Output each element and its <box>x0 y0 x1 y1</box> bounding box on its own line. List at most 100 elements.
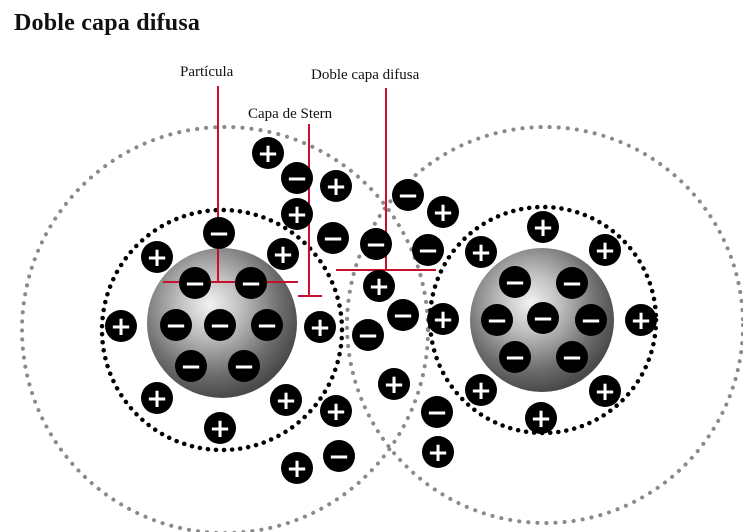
minus-sign-icon: − <box>365 230 387 260</box>
positive-ion-circle <box>141 382 173 414</box>
positive-ion: + <box>525 402 557 434</box>
negative-ion-circle <box>228 350 260 382</box>
minus-sign-icon: − <box>504 268 526 298</box>
ion-group: −−−−−−−−++++++++−++−−+−−+−−++−+−+−−−−−−−… <box>105 137 657 484</box>
negative-ion-circle <box>323 440 355 472</box>
negative-ion: − <box>412 234 444 266</box>
negative-ion: − <box>392 179 424 211</box>
positive-ion-circle <box>281 198 313 230</box>
plus-sign-icon: + <box>427 438 449 468</box>
minus-sign-icon: − <box>184 269 206 299</box>
negative-ion-circle <box>175 350 207 382</box>
negative-ion: − <box>421 396 453 428</box>
positive-ion: + <box>141 382 173 414</box>
positive-ion: + <box>105 310 137 342</box>
plus-sign-icon: + <box>383 370 405 400</box>
negative-ion-circle <box>387 299 419 331</box>
negative-ion: − <box>556 341 588 373</box>
plus-sign-icon: + <box>470 238 492 268</box>
plus-sign-icon: + <box>325 172 347 202</box>
negative-ion: − <box>527 302 559 334</box>
negative-ion: − <box>204 309 236 341</box>
negative-ion-circle <box>575 304 607 336</box>
negative-ion: − <box>203 217 235 249</box>
plus-sign-icon: + <box>630 306 652 336</box>
negative-ion-circle <box>179 267 211 299</box>
negative-ion: − <box>323 440 355 472</box>
plus-sign-icon: + <box>532 213 554 243</box>
positive-ion-circle <box>281 452 313 484</box>
negative-ion-circle <box>556 341 588 373</box>
negative-ion-circle <box>360 228 392 260</box>
positive-ion: + <box>363 270 395 302</box>
minus-sign-icon: − <box>322 224 344 254</box>
plus-sign-icon: + <box>257 139 279 169</box>
plus-sign-icon: + <box>470 376 492 406</box>
plus-sign-icon: + <box>432 198 454 228</box>
positive-ion-circle <box>625 304 657 336</box>
positive-ion-circle <box>363 270 395 302</box>
left-diffuse-cloud-boundary <box>20 125 430 532</box>
positive-ion: + <box>252 137 284 169</box>
positive-ion-circle <box>589 234 621 266</box>
negative-ion: − <box>499 266 531 298</box>
positive-ion-circle <box>141 241 173 273</box>
positive-ion: + <box>304 311 336 343</box>
negative-ion-circle <box>352 319 384 351</box>
negative-ion: − <box>281 162 313 194</box>
positive-ion: + <box>270 384 302 416</box>
positive-ion-circle <box>465 236 497 268</box>
positive-ion-circle <box>378 368 410 400</box>
positive-ion-circle <box>304 311 336 343</box>
positive-ion-circle <box>589 375 621 407</box>
minus-sign-icon: − <box>165 311 187 341</box>
positive-ion-circle <box>105 310 137 342</box>
positive-ion: + <box>527 211 559 243</box>
negative-ion: − <box>175 350 207 382</box>
plus-sign-icon: + <box>309 313 331 343</box>
negative-ion-circle <box>499 266 531 298</box>
positive-ion: + <box>427 196 459 228</box>
positive-ion: + <box>281 198 313 230</box>
plus-sign-icon: + <box>110 312 132 342</box>
minus-sign-icon: − <box>397 181 419 211</box>
negative-ion-circle <box>204 309 236 341</box>
minus-sign-icon: − <box>504 343 526 373</box>
minus-sign-icon: − <box>233 352 255 382</box>
positive-ion-circle <box>320 395 352 427</box>
minus-sign-icon: − <box>286 164 308 194</box>
positive-ion: + <box>427 303 459 335</box>
minus-sign-icon: − <box>208 219 230 249</box>
negative-ion-circle <box>556 267 588 299</box>
plus-sign-icon: + <box>432 305 454 335</box>
right-diffuse-cloud-boundary <box>345 125 743 525</box>
plus-sign-icon: + <box>275 386 297 416</box>
plus-sign-icon: + <box>286 200 308 230</box>
positive-ion: + <box>465 374 497 406</box>
positive-ion: + <box>281 452 313 484</box>
negative-ion: − <box>235 267 267 299</box>
positive-ion: + <box>422 436 454 468</box>
particle-label: Partícula <box>180 64 234 80</box>
positive-ion-circle <box>527 211 559 243</box>
minus-sign-icon: − <box>256 311 278 341</box>
minus-sign-icon: − <box>561 269 583 299</box>
positive-ion: + <box>267 238 299 270</box>
positive-ion: + <box>320 395 352 427</box>
minus-sign-icon: − <box>561 343 583 373</box>
positive-ion: + <box>141 241 173 273</box>
minus-sign-icon: − <box>532 304 554 334</box>
negative-ion-circle <box>499 341 531 373</box>
negative-ion-circle <box>160 309 192 341</box>
negative-ion-circle <box>235 267 267 299</box>
positive-ion: + <box>465 236 497 268</box>
positive-ion: + <box>589 234 621 266</box>
negative-ion-circle <box>317 222 349 254</box>
positive-ion: + <box>625 304 657 336</box>
positive-ion-circle <box>465 374 497 406</box>
positive-ion-circle <box>427 196 459 228</box>
positive-ion-circle <box>204 412 236 444</box>
positive-ion: + <box>204 412 236 444</box>
stern-layer-label: Capa de Stern <box>248 106 333 122</box>
